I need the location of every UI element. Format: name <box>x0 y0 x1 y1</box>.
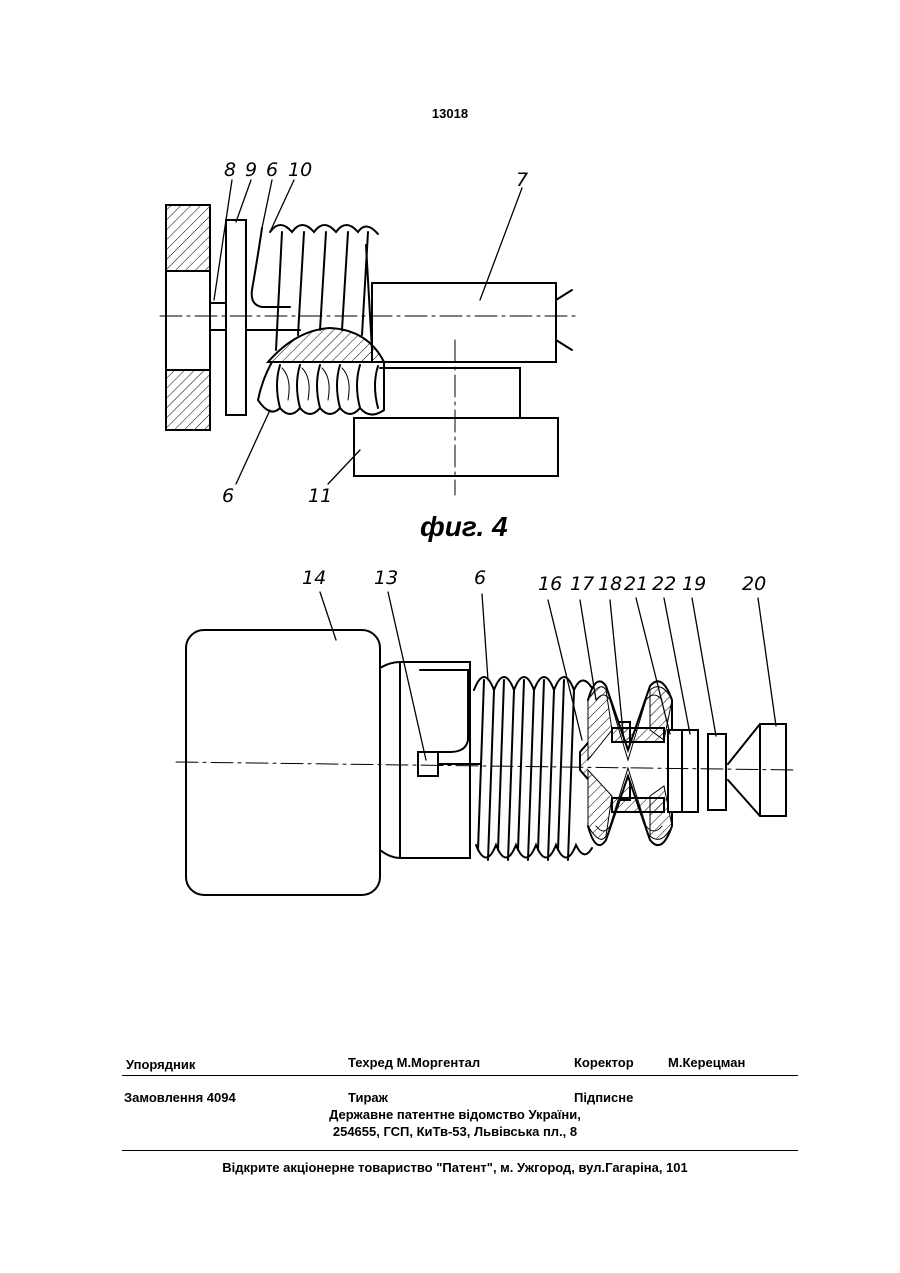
figure-4-drawing <box>160 180 576 495</box>
compiler-label: Упорядник <box>126 1057 195 1072</box>
subscription-label: Підписне <box>574 1090 633 1105</box>
figure-caption: фиг. 4 <box>420 511 508 542</box>
figure4-label-8: 8 <box>224 159 236 181</box>
figure4-label-7: 7 <box>516 169 528 191</box>
techred-label: Техред М.Моргентал <box>348 1055 480 1070</box>
corrector-label: Коректор <box>574 1055 634 1070</box>
circulation-label: Тираж <box>348 1090 388 1105</box>
footer-rule-top <box>122 1075 798 1076</box>
figure5-label-6: 6 <box>474 567 486 589</box>
patent-office-line1: Державне патентне відомство України, <box>255 1107 655 1122</box>
figure5-label-14: 14 <box>302 567 326 589</box>
patent-office-line2: 254655, ГСП, КиТв-53, Львівська пл., 8 <box>255 1124 655 1139</box>
patent-drawings: 8 9 6 10 7 6 11 фиг. 4 <box>0 0 900 1000</box>
figure4-label-11: 11 <box>308 485 332 507</box>
figure4-label-6: 6 <box>266 159 278 181</box>
figure5-label-20: 20 <box>742 573 766 595</box>
figure5-label-22: 22 <box>652 573 676 595</box>
figure5-label-17: 17 <box>570 573 594 595</box>
figure5-label-13: 13 <box>374 567 398 589</box>
figure5-label-21: 21 <box>624 573 648 595</box>
figure-5-drawing <box>176 592 796 895</box>
figure4-label-9: 9 <box>245 159 257 181</box>
figure4-label-6-lower: 6 <box>222 485 234 507</box>
figure5-label-19: 19 <box>682 573 706 595</box>
figure5-label-18: 18 <box>598 573 622 595</box>
figure4-label-10: 10 <box>288 159 312 181</box>
corrector-name: М.Керецман <box>668 1055 745 1070</box>
footer-rule-bottom <box>122 1150 798 1151</box>
printer-line: Відкрите акціонерне товариство "Патент",… <box>0 1160 900 1175</box>
order-number: Замовлення 4094 <box>124 1090 236 1105</box>
figure5-label-16: 16 <box>538 573 562 595</box>
